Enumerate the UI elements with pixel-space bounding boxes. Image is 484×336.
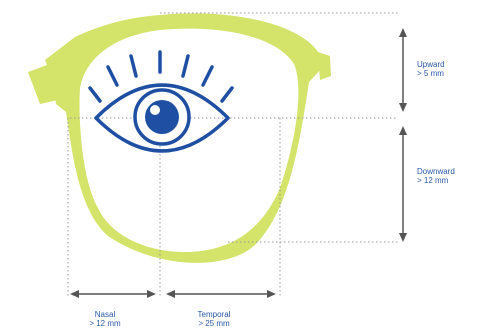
- temporal-title: Temporal: [197, 310, 231, 319]
- downward-title: Downward: [417, 167, 455, 176]
- frame-temple-arm: [28, 64, 58, 104]
- open-eye-icon: [94, 83, 230, 153]
- upward-arrow-head-top: [399, 28, 407, 37]
- upward-label: Upward > 5 mm: [417, 60, 445, 78]
- temporal-arrow-head-left: [166, 290, 175, 298]
- upward-title: Upward: [417, 60, 445, 69]
- downward-arrow-head-top: [399, 126, 407, 135]
- nasal-label: Nasal > 12 mm: [85, 310, 125, 328]
- nasal-title: Nasal: [94, 310, 116, 319]
- temporal-label: Temporal > 25 mm: [192, 310, 236, 328]
- frame-lens-rim: [45, 13, 322, 263]
- downward-value: > 12 mm: [417, 176, 449, 185]
- downward-arrow-head-bottom: [399, 233, 407, 242]
- upward-arrow-head-bottom: [399, 103, 407, 112]
- eyeglasses-frame-icon: [28, 13, 331, 263]
- pupil-highlight: [150, 105, 160, 115]
- eyelashes-icon: [88, 50, 234, 103]
- pupil: [145, 100, 179, 134]
- nasal-arrow-head-left: [70, 290, 79, 298]
- downward-label: Downward > 12 mm: [417, 167, 455, 185]
- upward-value: > 5 mm: [417, 69, 444, 78]
- measurement-arrows: [70, 28, 407, 298]
- eye-outline: [94, 83, 230, 153]
- guide-lines: [67, 12, 398, 298]
- nasal-arrow-head-right: [147, 290, 156, 298]
- temporal-arrow-head-right: [267, 290, 276, 298]
- temporal-value: > 25 mm: [198, 319, 230, 328]
- frame-bridge: [318, 52, 331, 80]
- nasal-value: > 12 mm: [89, 319, 121, 328]
